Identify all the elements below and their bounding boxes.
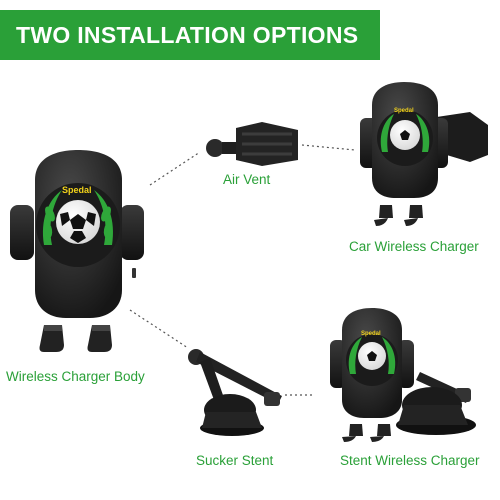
title-banner: TWO INSTALLATION OPTIONS xyxy=(0,10,380,60)
connector-airvent-to-car xyxy=(301,144,356,151)
label-wireless-charger-body: Wireless Charger Body xyxy=(6,369,145,384)
right-arm xyxy=(120,205,144,260)
left-arm xyxy=(10,205,34,260)
label-stent-wireless-charger: Stent Wireless Charger xyxy=(340,453,480,468)
laurel-wreath xyxy=(42,190,114,245)
label-air-vent: Air Vent xyxy=(223,172,271,187)
connector-body-to-sucker xyxy=(129,309,189,349)
brand-text: Spedal xyxy=(62,185,92,195)
sucker-stent xyxy=(188,349,282,436)
stent-wireless-charger: Spedal xyxy=(330,308,476,442)
charger-feet xyxy=(39,325,112,352)
air-vent-clip xyxy=(206,122,298,166)
connector-body-to-airvent xyxy=(149,151,201,186)
label-sucker-stent: Sucker Stent xyxy=(196,453,274,468)
label-car-wireless-charger: Car Wireless Charger xyxy=(349,239,479,254)
svg-text:Spedal: Spedal xyxy=(361,331,381,337)
connector-lines xyxy=(129,144,356,396)
svg-text:Spedal: Spedal xyxy=(394,108,414,114)
car-wireless-charger: Spedal xyxy=(360,82,488,226)
wireless-charger-body: Spedal xyxy=(10,150,144,352)
